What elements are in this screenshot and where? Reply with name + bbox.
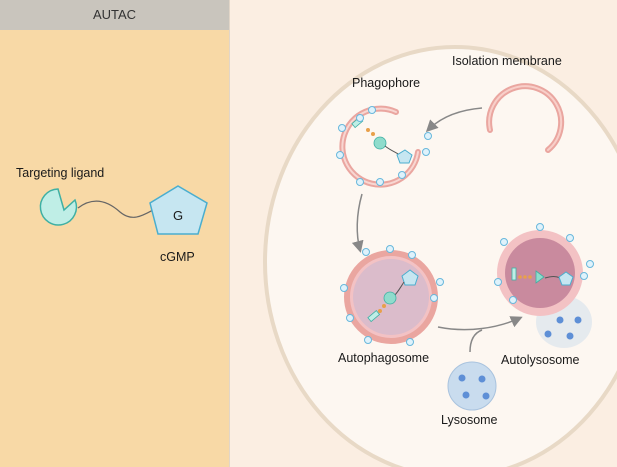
autolysosome-cargo bbox=[511, 267, 574, 286]
autolysosome-receptor-dots bbox=[494, 223, 594, 304]
lysosome-label: Lysosome bbox=[441, 413, 498, 427]
cell-membrane bbox=[263, 45, 617, 467]
cgmp-g-letter: G bbox=[173, 208, 184, 223]
panel-divider bbox=[229, 0, 230, 467]
autac-molecule bbox=[39, 185, 208, 235]
autophagosome-label: Autophagosome bbox=[338, 351, 430, 365]
targeting-ligand-label: Targeting ligand bbox=[16, 166, 105, 180]
autophagosome bbox=[340, 245, 444, 346]
arrow-phagophore-to-autophagosome bbox=[351, 193, 364, 253]
autolysosome-label: Autolysosome bbox=[501, 353, 580, 367]
cgmp-pentagon-icon bbox=[149, 185, 208, 235]
autophagosome-cargo bbox=[367, 269, 419, 323]
targeting-ligand-icon bbox=[39, 188, 78, 226]
cgmp-label: cGMP bbox=[160, 250, 195, 264]
autolysosome bbox=[494, 223, 594, 348]
isolation-membrane-label: Isolation membrane bbox=[452, 54, 562, 68]
arrow-autophagosome-to-autolysosome bbox=[437, 316, 523, 331]
arrow-lysosome-to-merge bbox=[469, 329, 483, 353]
autac-header: AUTAC bbox=[0, 0, 229, 30]
autac-title: AUTAC bbox=[92, 7, 137, 22]
phagophore bbox=[336, 105, 432, 188]
autolysosome-dots bbox=[544, 316, 582, 340]
lysosome bbox=[447, 361, 497, 411]
phagophore-label: Phagophore bbox=[352, 76, 421, 90]
isolation-membrane-arc-inner bbox=[488, 85, 563, 151]
linker-chain bbox=[77, 200, 154, 218]
arrow-isolation-to-phagophore bbox=[425, 107, 483, 133]
phagophore-receptor-dots bbox=[336, 106, 432, 186]
autophagosome-receptor-dots bbox=[340, 245, 444, 346]
